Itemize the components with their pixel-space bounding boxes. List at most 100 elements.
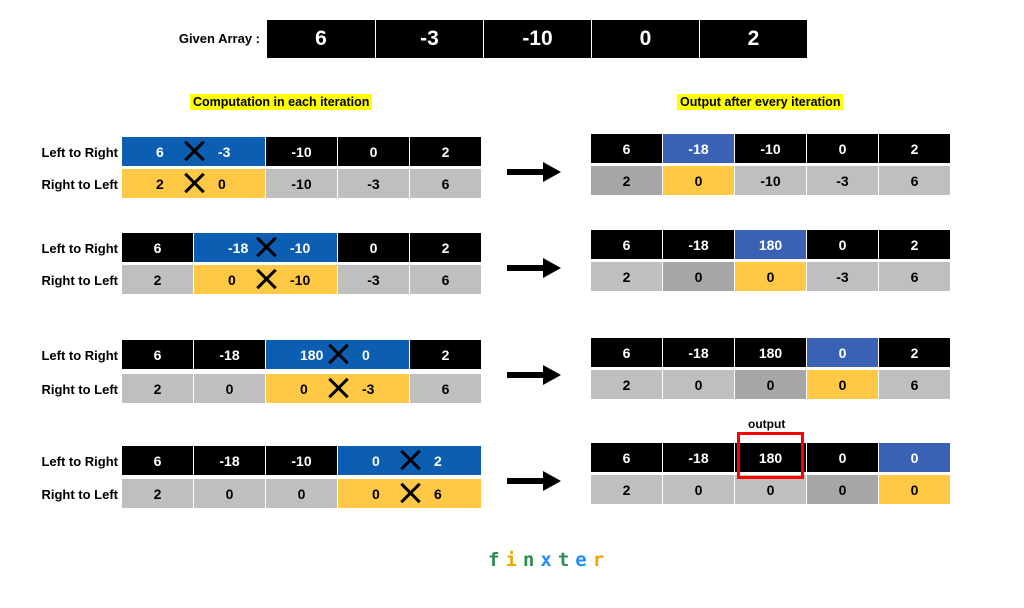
- operand-right: -3: [218, 143, 231, 160]
- right-arrow-icon: [507, 365, 561, 385]
- array-cell: 0: [663, 262, 735, 291]
- operand-right: 2: [434, 452, 442, 469]
- array-cell: 2: [591, 475, 663, 504]
- array-cell: 180: [735, 230, 807, 259]
- operand-right: -10: [290, 271, 311, 288]
- row-label: Left to Right: [41, 145, 118, 160]
- row-label: Right to Left: [41, 177, 118, 192]
- array-cell: -18: [194, 340, 266, 369]
- array-cell: 0: [807, 338, 879, 367]
- operand-left: 2: [156, 175, 164, 192]
- multiply-x-icon: [183, 172, 205, 194]
- given-cell: 2: [699, 20, 807, 58]
- array-cell: 2: [410, 233, 482, 262]
- output-label: output: [748, 417, 786, 431]
- array-cell: 0: [266, 479, 338, 508]
- array-cell: 180: [735, 443, 807, 472]
- array-cell: -18: [663, 338, 735, 367]
- multiply-x-icon: [255, 236, 277, 258]
- multiply-x-icon: [327, 377, 349, 399]
- array-cell: -10: [735, 166, 807, 195]
- array-cell: 6: [122, 233, 194, 262]
- array-cell: 0: [338, 137, 410, 166]
- array-cell: 2: [410, 340, 482, 369]
- given-cell: -10: [483, 20, 591, 58]
- array-cell: 0: [807, 443, 879, 472]
- multiply-pair-cell: 0-10: [194, 265, 338, 294]
- array-cell: 6: [591, 443, 663, 472]
- multiply-x-icon: [399, 482, 421, 504]
- logo-letter: i: [505, 549, 523, 571]
- multiply-pair-cell: -18-10: [194, 233, 338, 262]
- array-cell: 6: [410, 169, 482, 198]
- multiply-x-icon: [183, 140, 205, 162]
- array-cell: 2: [122, 479, 194, 508]
- array-cell: 0: [807, 370, 879, 399]
- right-arrow-icon: [507, 471, 561, 491]
- array-cell: 180: [735, 338, 807, 367]
- array-cell: -18: [663, 443, 735, 472]
- array-cell: 0: [735, 262, 807, 291]
- multiply-pair-cell: 6-3: [122, 137, 266, 166]
- logo-letter: f: [488, 549, 506, 571]
- array-cell: 2: [591, 166, 663, 195]
- output-title: Output after every iteration: [677, 94, 844, 110]
- logo-letter: x: [540, 549, 558, 571]
- array-cell: -10: [266, 137, 338, 166]
- array-cell: 0: [194, 479, 266, 508]
- array-cell: 6: [410, 374, 482, 403]
- array-cell: 2: [591, 262, 663, 291]
- operand-right: 0: [218, 175, 226, 192]
- array-cell: -10: [735, 134, 807, 163]
- operand-left: 0: [300, 380, 308, 397]
- operand-left: 0: [372, 485, 380, 502]
- array-cell: 0: [663, 370, 735, 399]
- array-cell: 2: [122, 265, 194, 294]
- logo-letter: r: [592, 549, 611, 571]
- array-cell: -18: [194, 446, 266, 475]
- logo-letter: t: [557, 549, 576, 571]
- given-cell: 6: [267, 20, 375, 58]
- right-arrow-icon: [507, 258, 561, 278]
- array-cell: 0: [807, 230, 879, 259]
- given-array-label: Given Array :: [178, 31, 260, 46]
- array-cell: 2: [879, 230, 951, 259]
- array-cell: 2: [879, 134, 951, 163]
- finxter-logo: finxter: [488, 549, 610, 571]
- operand-right: 6: [434, 485, 442, 502]
- given-cell: 0: [591, 20, 699, 58]
- array-cell: -3: [807, 166, 879, 195]
- array-cell: -10: [266, 169, 338, 198]
- array-cell: 6: [591, 338, 663, 367]
- row-label: Left to Right: [41, 454, 118, 469]
- logo-letter: e: [575, 549, 593, 571]
- array-cell: -3: [338, 265, 410, 294]
- array-cell: 2: [591, 370, 663, 399]
- array-cell: -3: [807, 262, 879, 291]
- multiply-pair-cell: 0 -3: [266, 374, 410, 403]
- array-cell: 6: [879, 166, 951, 195]
- computation-title: Computation in each iteration: [190, 94, 373, 110]
- array-cell: -18: [663, 134, 735, 163]
- array-cell: 6: [122, 340, 194, 369]
- array-cell: 0: [735, 475, 807, 504]
- row-label: Right to Left: [41, 382, 118, 397]
- right-arrow-icon: [507, 162, 561, 182]
- operand-right: -10: [290, 239, 311, 256]
- multiply-x-icon: [255, 268, 277, 290]
- operand-right: -3: [362, 380, 375, 397]
- array-cell: 0: [879, 443, 951, 472]
